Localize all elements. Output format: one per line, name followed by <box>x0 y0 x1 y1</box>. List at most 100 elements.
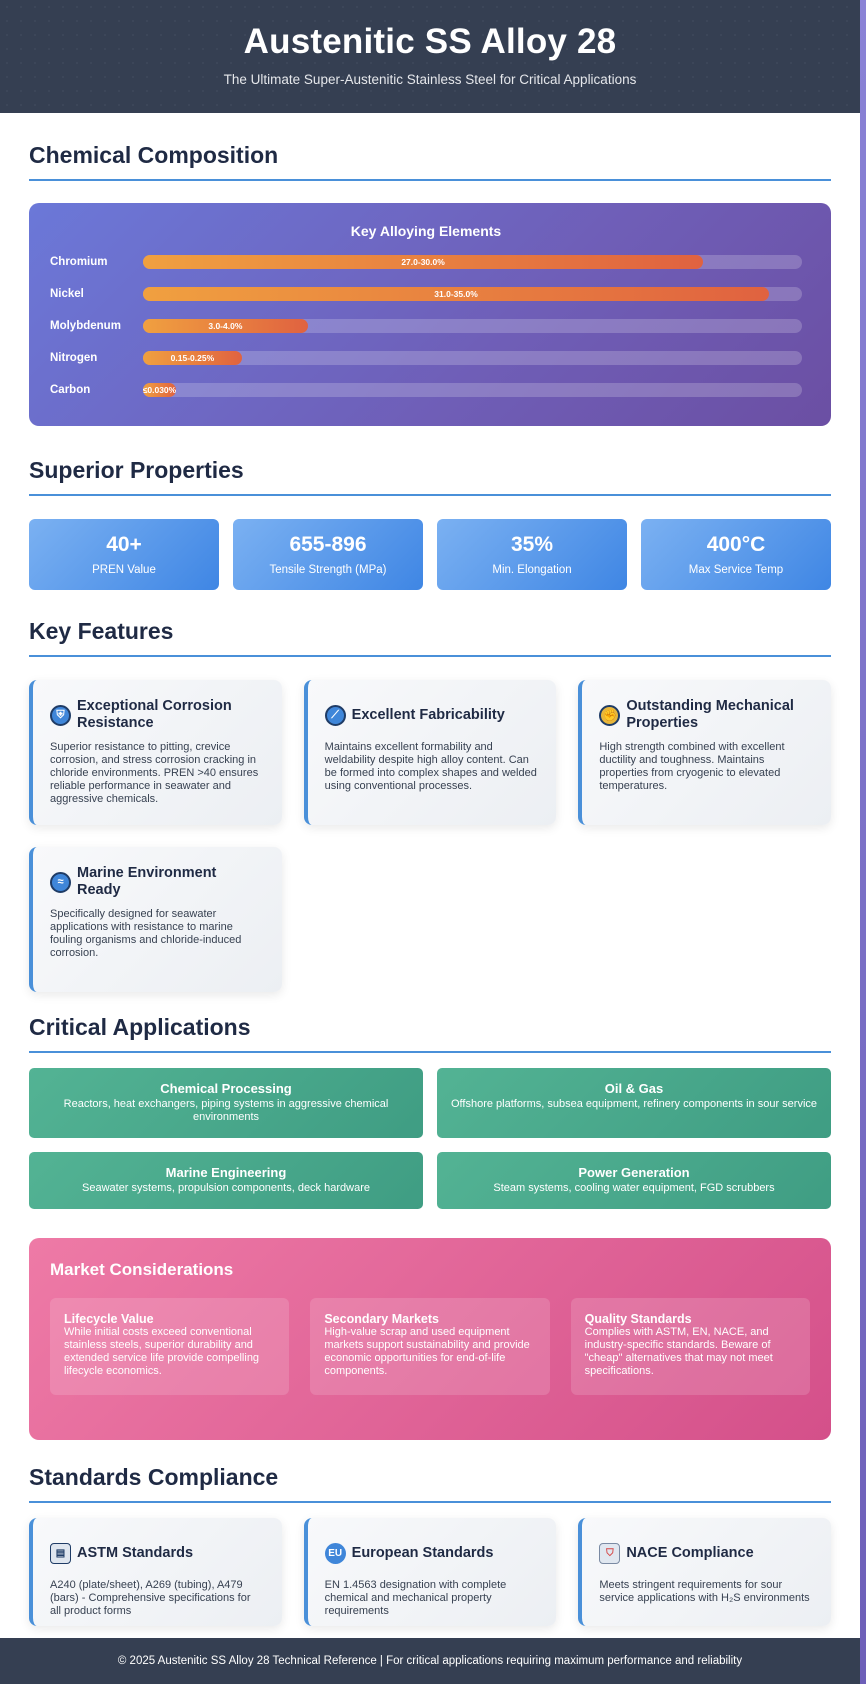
standard-title: ASTM Standards <box>77 1544 194 1561</box>
page-subtitle: The Ultimate Super-Austenitic Stainless … <box>223 72 637 87</box>
standard-text: Meets stringent requirements for sour se… <box>599 1579 810 1604</box>
application-text: Reactors, heat exchangers, piping system… <box>63 1098 389 1123</box>
applications-grid: Chemical Processing Reactors, heat excha… <box>29 1068 831 1209</box>
application-title: Oil & Gas <box>604 1081 664 1096</box>
market-card-lifecycle: Lifecycle Value While initial costs exce… <box>50 1298 290 1395</box>
element-bar-fill: ≤0.030% <box>143 383 176 397</box>
standard-card-european: EU European Standards EN 1.4563 designat… <box>303 1518 557 1626</box>
market-considerations-panel: Market Considerations Lifecycle Value Wh… <box>29 1238 831 1440</box>
page-footer: © 2025 Austenitic SS Alloy 28 Technical … <box>0 1638 860 1684</box>
application-text: Offshore platforms, subsea equipment, re… <box>450 1098 818 1110</box>
market-card-title: Quality Standards <box>584 1312 692 1326</box>
standard-card-nace: ⛉ NACE Compliance Meets stringent requir… <box>578 1518 831 1626</box>
window-frame-edge <box>860 0 866 1684</box>
property-value: 40+ <box>106 533 142 556</box>
element-bar-fill: 31.0-35.0% <box>143 287 770 301</box>
property-card-elongation: 35% Min. Elongation <box>437 519 627 590</box>
property-value: 400°C <box>706 533 766 556</box>
element-bar-fill: 0.15-0.25% <box>143 351 242 365</box>
market-card-secondary: Secondary Markets High-value scrap and u… <box>310 1298 550 1395</box>
feature-text: Specifically designed for seawater appli… <box>50 908 242 959</box>
element-label: Nickel <box>50 288 84 300</box>
market-card-title: Secondary Markets <box>324 1312 439 1326</box>
element-bar-track: 31.0-35.0% <box>143 287 802 301</box>
chemical-row-nickel: Nickel 31.0-35.0% <box>50 278 802 310</box>
application-title: Power Generation <box>578 1165 690 1180</box>
feature-text: Superior resistance to pitting, crevice … <box>50 741 259 805</box>
element-bar-track: ≤0.030% <box>143 383 802 397</box>
chemical-composition-panel: Key Alloying Elements Chromium 27.0-30.0%… <box>29 203 831 426</box>
feature-title: Exceptional Corrosion Resistance <box>77 698 232 731</box>
property-label: Max Service Temp <box>688 564 784 576</box>
chemical-row-molybdenum: Molybdenum 3.0-4.0% <box>50 310 802 342</box>
flexed-arm-icon: ✊ <box>599 704 621 726</box>
standards-grid: ▤ ASTM Standards A240 (plate/sheet), A26… <box>29 1518 831 1626</box>
property-card-tensile: 655-896 Tensile Strength (MPa) <box>233 519 423 590</box>
property-label: Min. Elongation <box>492 564 572 576</box>
element-label: Carbon <box>50 384 91 396</box>
market-card-text: High-value scrap and used equipment mark… <box>324 1326 530 1377</box>
application-text: Seawater systems, propulsion components,… <box>82 1182 370 1194</box>
applications-section-title: Critical Applications <box>29 1014 831 1053</box>
features-section-title: Key Features <box>29 618 831 657</box>
feature-title: Outstanding Mechanical Properties <box>626 698 794 731</box>
standard-title: NACE Compliance <box>626 1544 754 1561</box>
application-card-oil-gas: Oil & Gas Offshore platforms, subsea equ… <box>437 1068 831 1138</box>
element-bar-fill: 3.0-4.0% <box>143 319 308 333</box>
eu-badge-icon: EU <box>324 1542 346 1564</box>
chemical-section-title: Chemical Composition <box>29 142 831 181</box>
market-card-text: Complies with ASTM, EN, NACE, and indust… <box>584 1326 773 1377</box>
properties-grid: 40+ PREN Value 655-896 Tensile Strength … <box>29 519 831 590</box>
feature-card-corrosion: ⛨ Exceptional Corrosion Resistance Super… <box>29 680 282 825</box>
standard-text: EN 1.4563 designation with complete chem… <box>324 1579 507 1617</box>
chemical-row-carbon: Carbon ≤0.030% <box>50 374 802 406</box>
application-text: Steam systems, cooling water equipment, … <box>493 1182 775 1194</box>
wave-icon: ≈ <box>50 871 71 893</box>
feature-title: Excellent Fabricability <box>351 706 505 723</box>
standards-section-title: Standards Compliance <box>29 1464 831 1503</box>
standard-card-astm: ▤ ASTM Standards A240 (plate/sheet), A26… <box>29 1518 282 1626</box>
chemical-panel-title: Key Alloying Elements <box>350 223 502 239</box>
wrench-icon: ⟋ <box>324 704 346 726</box>
market-card-text: While initial costs exceed conventional … <box>64 1326 260 1377</box>
feature-card-mechanical: ✊ Outstanding Mechanical Properties High… <box>578 680 831 825</box>
chemical-row-nitrogen: Nitrogen 0.15-0.25% <box>50 342 802 374</box>
standard-title: European Standards <box>351 1544 494 1561</box>
market-title: Market Considerations <box>50 1260 234 1279</box>
page-header: Austenitic SS Alloy 28 The Ultimate Supe… <box>0 0 860 113</box>
property-card-pren: 40+ PREN Value <box>29 519 219 590</box>
application-title: Chemical Processing <box>160 1081 292 1096</box>
element-label: Nitrogen <box>50 352 98 364</box>
element-bar-track: 0.15-0.25% <box>143 351 802 365</box>
feature-card-fabricability: ⟋ Excellent Fabricability Maintains exce… <box>303 680 557 825</box>
application-title: Marine Engineering <box>165 1165 287 1180</box>
main-content: Chemical Composition Key Alloying Elemen… <box>0 113 860 1626</box>
element-bar-track: 3.0-4.0% <box>143 319 802 333</box>
property-label: PREN Value <box>92 564 156 576</box>
footer-text: © 2025 Austenitic SS Alloy 28 Technical … <box>117 1655 743 1667</box>
standard-text: A240 (plate/sheet), A269 (tubing), A479 … <box>50 1579 251 1617</box>
feature-text: High strength combined with excellent du… <box>599 741 785 792</box>
page-title: Austenitic SS Alloy 28 <box>243 22 617 61</box>
application-card-marine: Marine Engineering Seawater systems, pro… <box>29 1152 423 1209</box>
property-label: Tensile Strength (MPa) <box>269 564 387 576</box>
feature-card-marine: ≈ Marine Environment Ready Specifically … <box>29 847 282 992</box>
properties-section-title: Superior Properties <box>29 457 831 496</box>
property-value: 655-896 <box>289 533 367 556</box>
features-grid: ⛨ Exceptional Corrosion Resistance Super… <box>29 680 831 992</box>
chemical-row-chromium: Chromium 27.0-30.0% <box>50 246 802 278</box>
element-bar-track: 27.0-30.0% <box>143 255 802 269</box>
element-label: Chromium <box>50 256 108 268</box>
property-value: 35% <box>510 533 554 556</box>
property-card-temp: 400°C Max Service Temp <box>641 519 831 590</box>
market-card-quality: Quality Standards Complies with ASTM, EN… <box>570 1298 810 1395</box>
feature-title: Marine Environment Ready <box>77 865 217 898</box>
corrosion-shield-icon: ⛨ <box>50 704 71 726</box>
element-label: Molybdenum <box>50 320 121 332</box>
shield-icon: ⛉ <box>599 1542 621 1564</box>
application-card-power: Power Generation Steam systems, cooling … <box>437 1152 831 1209</box>
market-card-title: Lifecycle Value <box>64 1312 154 1326</box>
element-bar-fill: 27.0-30.0% <box>143 255 704 269</box>
clipboard-icon: ▤ <box>50 1542 71 1564</box>
